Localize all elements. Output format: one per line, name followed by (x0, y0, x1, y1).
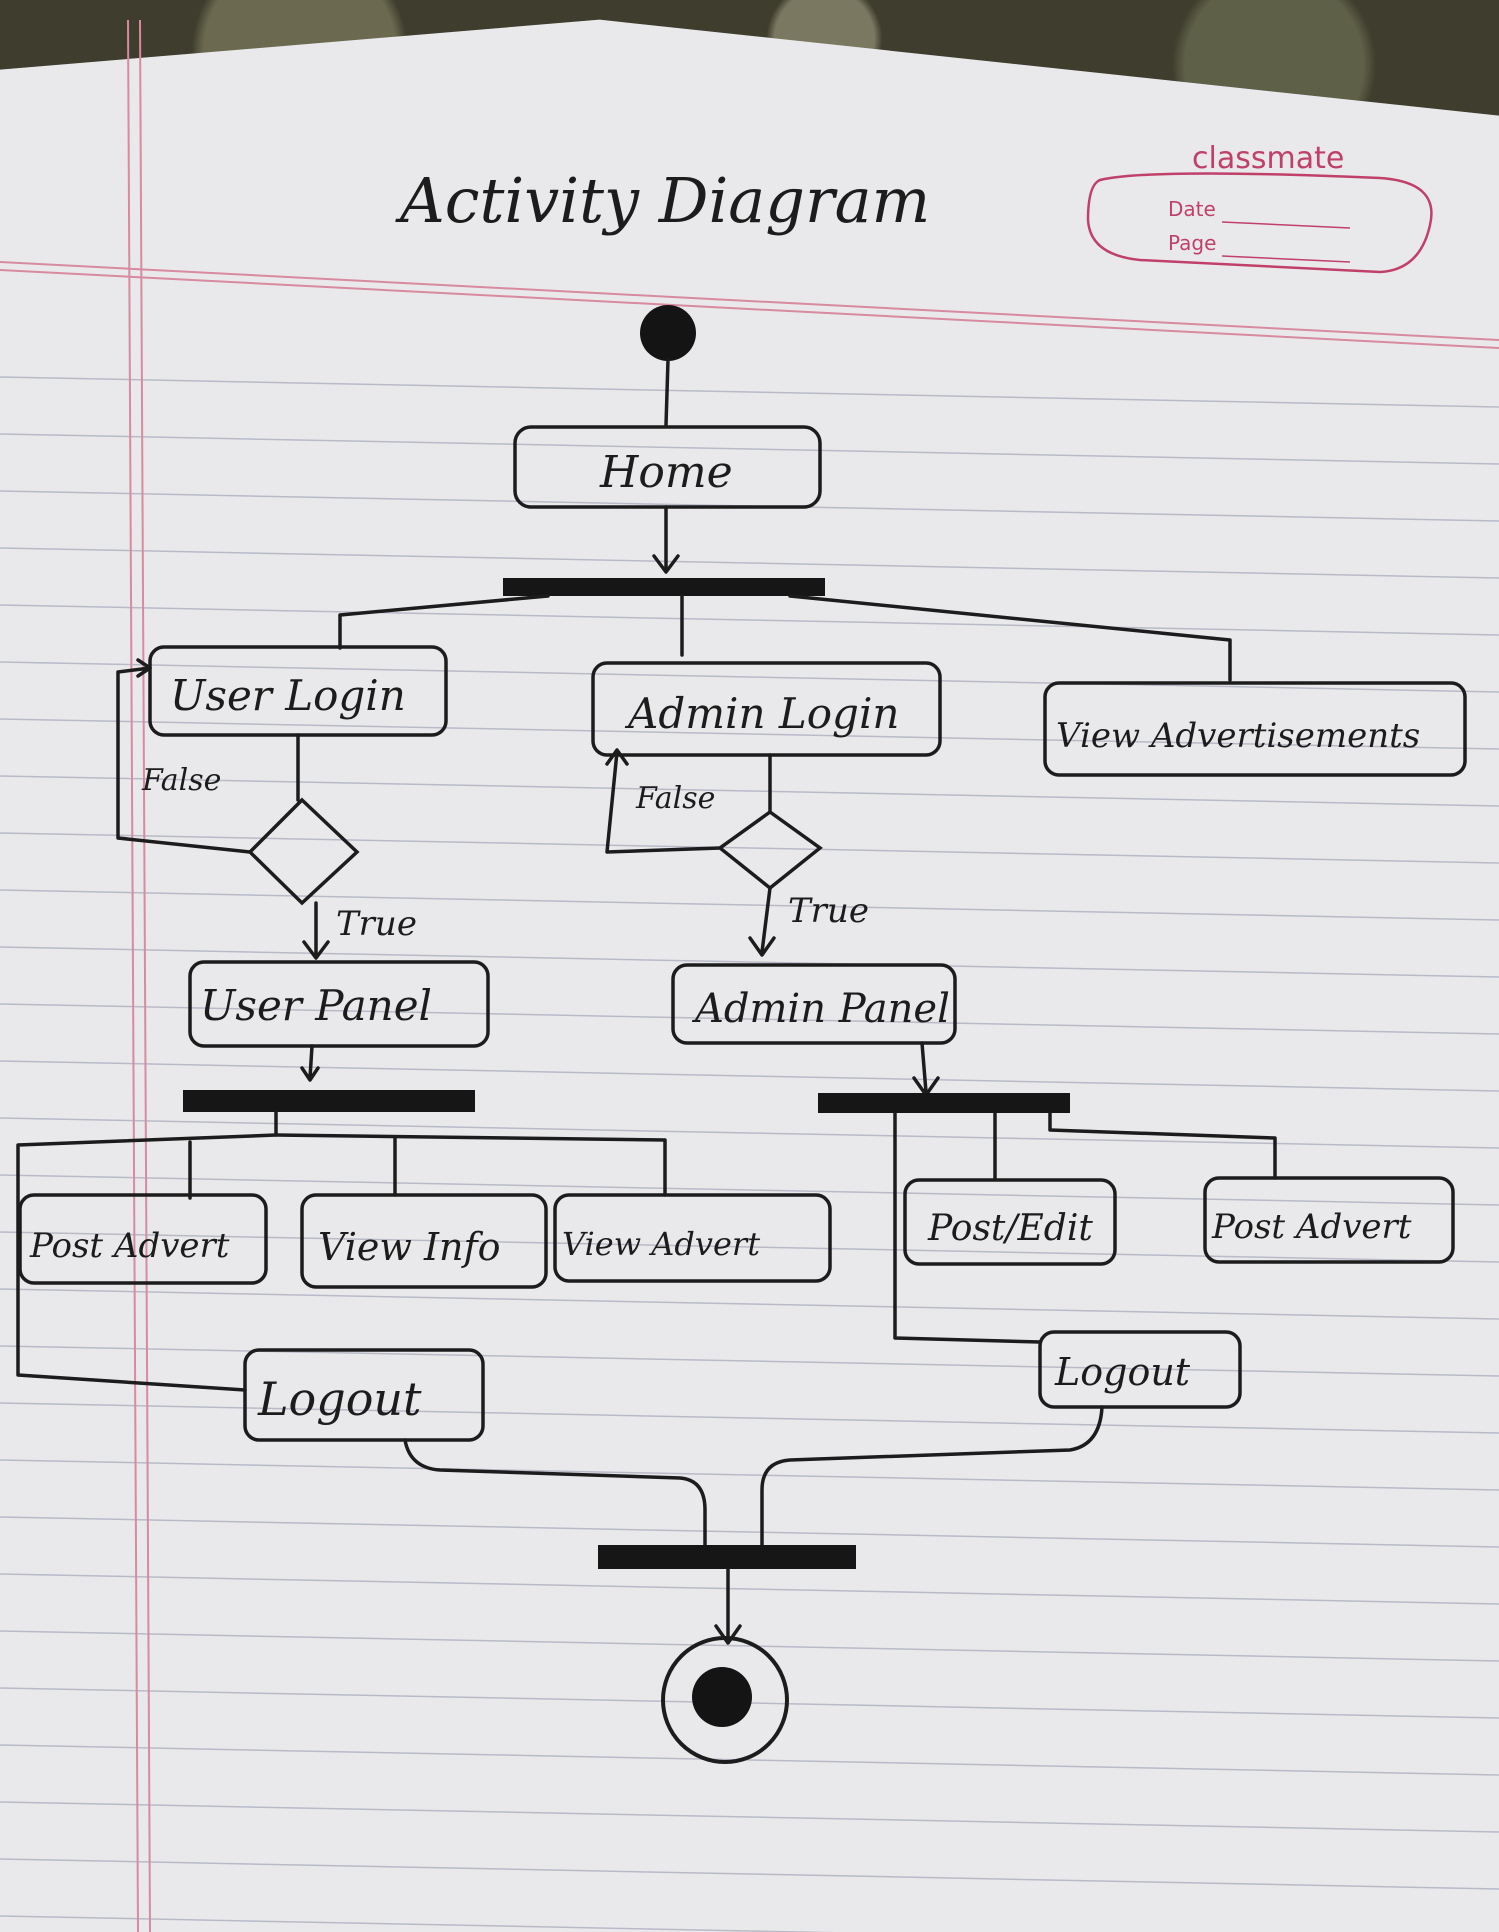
ruled-line (0, 1915, 837, 1932)
margin-line-right (139, 19, 151, 1932)
ruled-line (0, 1801, 1499, 1833)
node-post-advert-admin-label: Post Advert (1211, 1207, 1412, 1247)
node-view-info-label: View Info (318, 1225, 500, 1269)
ruled-line (0, 946, 1499, 978)
final-node-dot (692, 1667, 752, 1727)
stamp-date-line (1221, 221, 1351, 229)
node-home-label: Home (599, 447, 733, 498)
ruled-line (0, 1573, 1499, 1605)
node-logout-user (243, 1348, 485, 1442)
edge-user-panel-fork (300, 1044, 320, 1082)
node-post-advert-admin (1203, 1176, 1455, 1264)
ruled-line (0, 1117, 1499, 1149)
node-admin-panel-label: Admin Panel (691, 986, 950, 1032)
edge-admin-logout-join (760, 1405, 1104, 1552)
ruled-line (0, 376, 1499, 408)
edge-fork-user-login (338, 594, 550, 650)
edge-user-true (302, 901, 330, 960)
notebook-page (0, 19, 1499, 1932)
ruled-line (0, 433, 1499, 465)
node-view-advertisements (1043, 681, 1467, 777)
header-rule-2 (0, 269, 1499, 349)
fork-bar-user (183, 1090, 475, 1112)
ruled-line (0, 1630, 1499, 1662)
ruled-line (0, 889, 1499, 921)
ruled-line (0, 718, 1499, 750)
node-user-login-label: User Login (170, 671, 406, 720)
ruled-line (0, 775, 1499, 807)
ruled-line (0, 1516, 1499, 1548)
edge-admin-fork-logout (893, 1111, 1042, 1344)
stamp-ribbon (1086, 172, 1433, 274)
node-logout-admin (1038, 1330, 1242, 1409)
edge-user-fork-logout (16, 1110, 278, 1392)
edge-user-logout-join (403, 1438, 707, 1550)
node-admin-login (591, 661, 942, 757)
node-user-panel (188, 960, 490, 1048)
node-post-edit-label: Post/Edit (927, 1208, 1093, 1249)
ruled-line (0, 1060, 1499, 1092)
node-logout-user-label: Logout (257, 1372, 422, 1426)
fork-bar-main (503, 578, 825, 596)
stamp-brand: classmate (1192, 141, 1344, 176)
ruled-line (0, 604, 1499, 636)
edge-admin-false-loop (605, 748, 722, 854)
join-bar (598, 1545, 856, 1569)
node-view-info (300, 1193, 548, 1289)
edge-home-fork (652, 505, 680, 574)
ruled-line (0, 832, 1499, 864)
ruled-line (0, 661, 1499, 693)
node-view-advertisements-label: View Advertisements (1056, 716, 1420, 756)
ruled-line (0, 547, 1499, 579)
node-post-edit (903, 1178, 1117, 1266)
stamp-page-line (1221, 255, 1351, 263)
edge-user-false-loop (116, 658, 252, 854)
edge-user-fork-branch (274, 1133, 667, 1197)
user-decision-diamond (247, 797, 360, 906)
edge-admin-fork-post-advert (1048, 1111, 1277, 1180)
edge-admin-panel-fork (912, 1041, 940, 1097)
stamp-page-label: Page (1168, 231, 1216, 255)
user-false-guard: False (141, 763, 221, 798)
user-true-guard: True (336, 904, 417, 944)
admin-decision-diamond (717, 809, 823, 891)
final-node-ring (661, 1636, 789, 1764)
edge-start-home (664, 358, 670, 427)
ruled-line (0, 1003, 1499, 1035)
ruled-line (0, 1288, 1499, 1320)
ruled-lines (0, 376, 1499, 1932)
node-view-advert (553, 1193, 832, 1283)
node-view-advert-label: View Advert (562, 1225, 760, 1263)
ruled-line (0, 1858, 1499, 1890)
node-post-advert-user (18, 1193, 268, 1285)
margin-line-left (127, 19, 139, 1932)
node-logout-admin-label: Logout (1054, 1350, 1191, 1394)
edge-join-final (714, 1567, 742, 1645)
admin-true-guard: True (788, 891, 869, 931)
ruled-line (0, 1402, 1499, 1434)
initial-node (640, 305, 696, 361)
node-user-panel-label: User Panel (200, 981, 432, 1030)
ruled-line (0, 1459, 1499, 1491)
fork-bar-admin (818, 1093, 1070, 1113)
admin-false-guard: False (635, 781, 715, 816)
node-admin-panel (671, 963, 957, 1045)
header-rule-1 (0, 261, 1499, 341)
edge-fork-view-ads (788, 594, 1232, 682)
ruled-line (0, 1231, 1499, 1263)
node-admin-login-label: Admin Login (624, 689, 899, 738)
ruled-line (0, 1174, 1499, 1206)
diagram-title: Activity Diagram (395, 164, 930, 237)
classmate-stamp: classmate Date Page (1086, 141, 1433, 274)
edge-admin-true (748, 886, 776, 957)
stamp-date-label: Date (1168, 197, 1216, 221)
ruled-line (0, 1744, 1499, 1776)
node-post-advert-user-label: Post Advert (29, 1226, 230, 1266)
ruled-line (0, 1345, 1499, 1377)
